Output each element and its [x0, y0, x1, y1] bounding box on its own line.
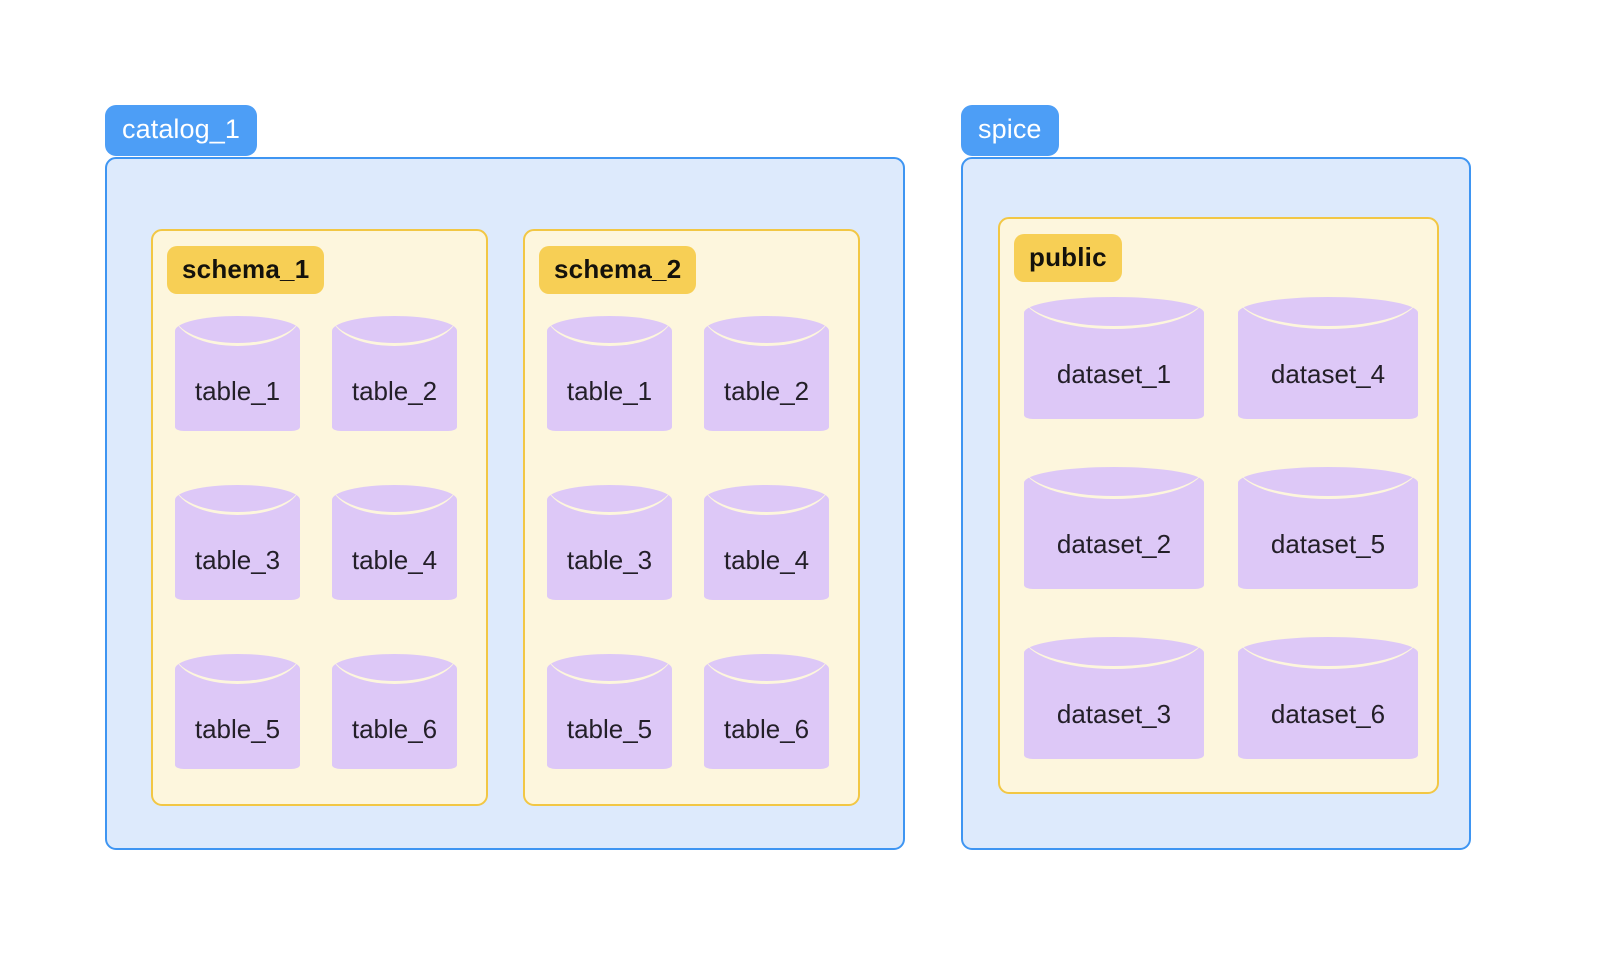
cylinder-top-ellipse [547, 485, 672, 515]
schema-label-schema_2[interactable]: schema_2 [539, 246, 697, 294]
schema-label-public[interactable]: public [1014, 234, 1122, 282]
cylinder-label: table_5 [566, 714, 653, 744]
cylinder-top-ellipse [1024, 467, 1204, 499]
cylinder-label: dataset_5 [1270, 529, 1386, 559]
cylinder-label: dataset_4 [1270, 359, 1386, 389]
cylinder-top-ellipse [332, 316, 457, 346]
table-cylinder[interactable]: table_1 [175, 316, 300, 431]
table-cylinder[interactable]: table_2 [332, 316, 457, 431]
cylinder-top-ellipse [175, 316, 300, 346]
table-cylinder[interactable]: table_6 [332, 654, 457, 769]
cylinder-label: table_1 [194, 376, 281, 406]
schema-box-schema_1: schema_1 table_1 table_2 table_3 table_4 [151, 229, 488, 806]
cylinder-top-ellipse [547, 316, 672, 346]
table-cylinder[interactable]: table_2 [704, 316, 829, 431]
table-cylinder[interactable]: table_3 [175, 485, 300, 600]
cylinder-label: table_6 [723, 714, 810, 744]
cylinder-top-ellipse [547, 654, 672, 684]
cylinder-top-ellipse [332, 485, 457, 515]
catalog-label-catalog_1[interactable]: catalog_1 [105, 105, 257, 156]
cylinder-top-ellipse [1238, 297, 1418, 329]
table-cylinder[interactable]: table_4 [704, 485, 829, 600]
catalog-box-spice: public dataset_1 dataset_4 dataset_2 dat… [961, 157, 1471, 850]
cylinder-label: dataset_2 [1056, 529, 1172, 559]
dataset-cylinder[interactable]: dataset_3 [1024, 637, 1204, 759]
catalog-label-spice[interactable]: spice [961, 105, 1059, 156]
cylinder-label: dataset_3 [1056, 699, 1172, 729]
table-cylinder[interactable]: table_5 [175, 654, 300, 769]
cylinder-label: table_4 [723, 545, 810, 575]
table-cylinder[interactable]: table_5 [547, 654, 672, 769]
catalog-group-catalog_1: catalog_1 schema_1 table_1 table_2 table… [105, 105, 905, 850]
cylinder-label: table_3 [194, 545, 281, 575]
table-cylinder[interactable]: table_6 [704, 654, 829, 769]
dataset-cylinder[interactable]: dataset_5 [1238, 467, 1418, 589]
schema-label-schema_1[interactable]: schema_1 [167, 246, 325, 294]
schema-box-public: public dataset_1 dataset_4 dataset_2 dat… [998, 217, 1439, 794]
cylinder-label: table_6 [351, 714, 438, 744]
table-cylinder[interactable]: table_3 [547, 485, 672, 600]
cylinder-top-ellipse [1238, 637, 1418, 669]
dataset-cylinder[interactable]: dataset_1 [1024, 297, 1204, 419]
cylinder-label: dataset_1 [1056, 359, 1172, 389]
cylinder-top-ellipse [1238, 467, 1418, 499]
cylinder-label: table_5 [194, 714, 281, 744]
cylinder-top-ellipse [332, 654, 457, 684]
cylinder-top-ellipse [1024, 297, 1204, 329]
catalog-group-spice: spice public dataset_1 dataset_4 dataset… [961, 105, 1471, 850]
schema-box-schema_2: schema_2 table_1 table_2 table_3 table_4 [523, 229, 860, 806]
cylinder-label: table_3 [566, 545, 653, 575]
table-cylinder[interactable]: table_1 [547, 316, 672, 431]
cylinder-top-ellipse [704, 316, 829, 346]
cylinder-label: dataset_6 [1270, 699, 1386, 729]
dataset-cylinder[interactable]: dataset_4 [1238, 297, 1418, 419]
cylinder-top-ellipse [175, 485, 300, 515]
cylinder-top-ellipse [704, 654, 829, 684]
catalog-box-catalog_1: schema_1 table_1 table_2 table_3 table_4 [105, 157, 905, 850]
cylinder-top-ellipse [175, 654, 300, 684]
cylinder-label: table_1 [566, 376, 653, 406]
cylinder-label: table_2 [723, 376, 810, 406]
cylinder-label: table_4 [351, 545, 438, 575]
cylinder-top-ellipse [1024, 637, 1204, 669]
cylinder-top-ellipse [704, 485, 829, 515]
table-cylinder[interactable]: table_4 [332, 485, 457, 600]
cylinder-label: table_2 [351, 376, 438, 406]
dataset-cylinder[interactable]: dataset_2 [1024, 467, 1204, 589]
dataset-cylinder[interactable]: dataset_6 [1238, 637, 1418, 759]
